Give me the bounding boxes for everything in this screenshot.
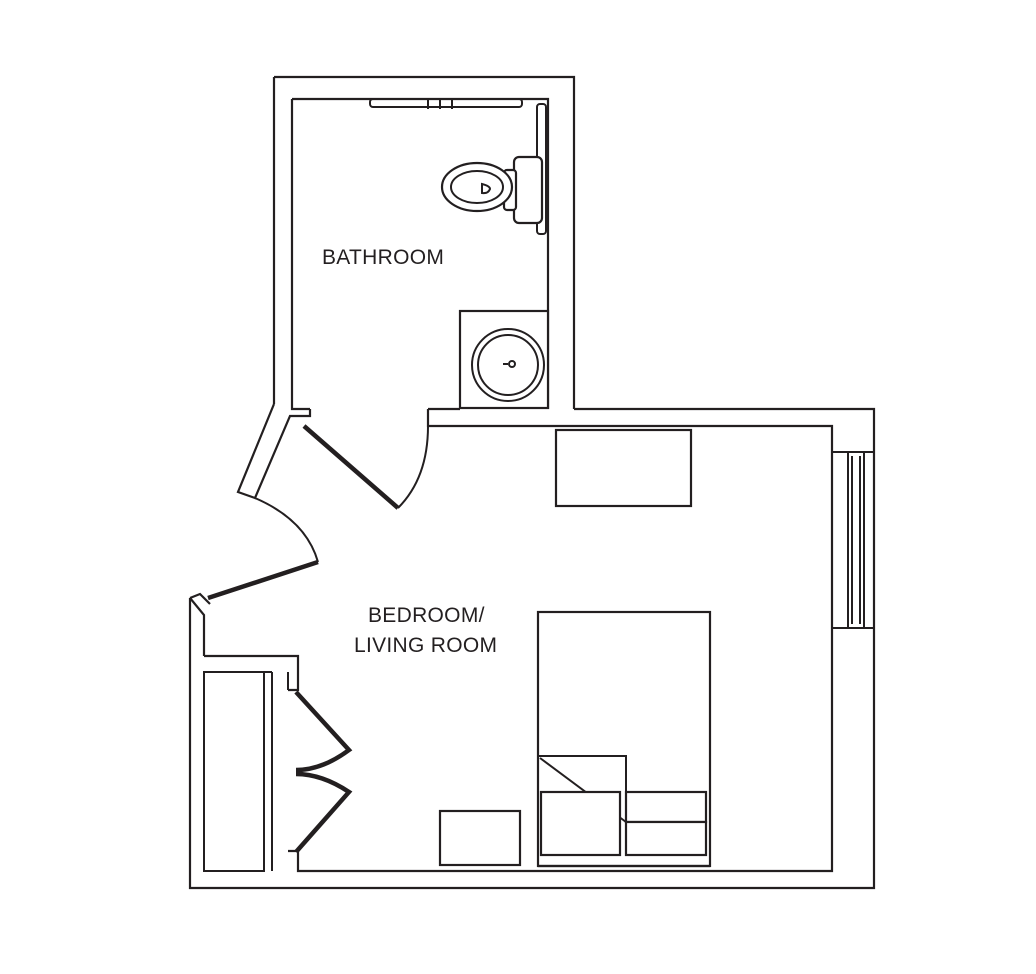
closet-doors-icon: [203, 671, 353, 872]
bedroom-label-line1: BEDROOM/: [368, 604, 485, 627]
dresser: [554, 428, 693, 508]
bed-icon: [536, 610, 712, 868]
bedroom-label-line2: LIVING ROOM: [354, 634, 497, 657]
entry-door[interactable]: [207, 497, 319, 601]
window-icon: [832, 451, 874, 629]
bathroom-label: BATHROOM: [322, 246, 444, 269]
entry-jambs: [189, 403, 312, 605]
nightstand: [438, 809, 522, 867]
toilet-icon: [440, 155, 544, 225]
sink-icon: [458, 309, 550, 410]
bathroom-door[interactable]: [302, 424, 429, 510]
bedroom-walls: [188, 407, 876, 890]
